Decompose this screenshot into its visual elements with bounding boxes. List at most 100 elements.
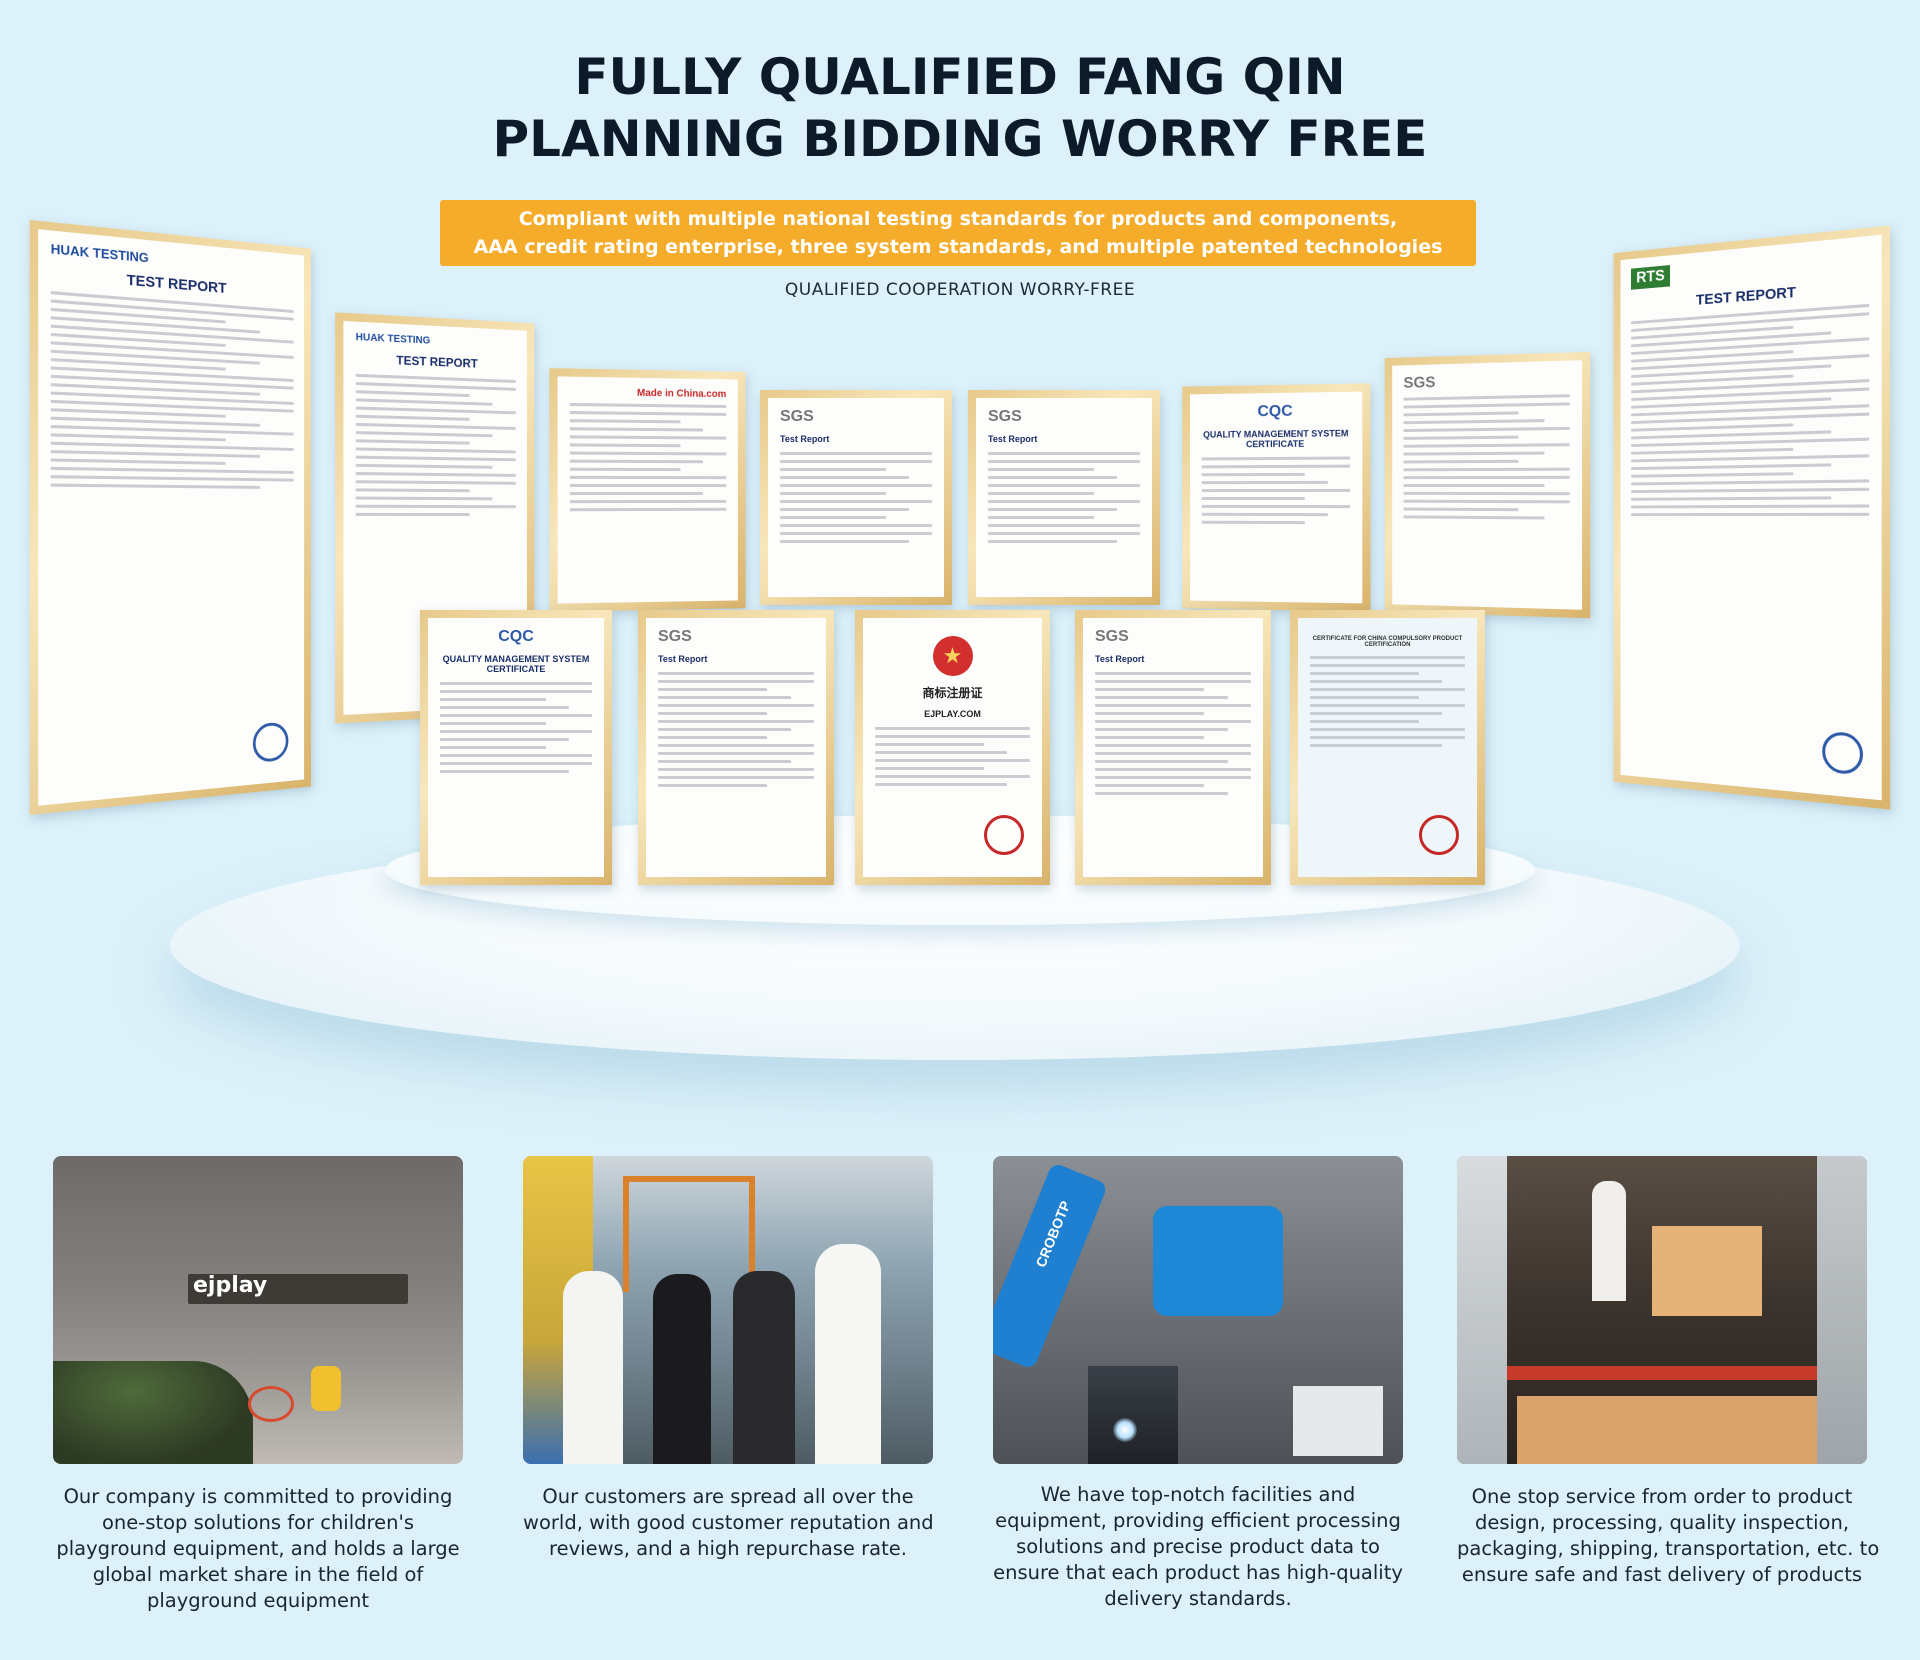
certificate-paper: SGS Test Report [646, 618, 826, 877]
caption-line: design, processing, quality inspection, [1474, 1511, 1850, 1534]
certificate-text-lines [569, 402, 727, 512]
material-bags [1293, 1386, 1383, 1456]
caption-line: We have top-notch facilities and [1040, 1483, 1356, 1506]
certificate-heading: TEST REPORT [396, 353, 478, 371]
caption-line: Our company is committed to providing [63, 1485, 453, 1508]
certificate-text-lines [988, 452, 1140, 543]
caption-line: reviews, and a high repurchase rate. [549, 1537, 907, 1560]
certificate-text-lines [1201, 456, 1351, 525]
subtitle: QUALIFIED COOPERATION WORRY-FREE [784, 280, 1136, 300]
stacked-boxes [1517, 1396, 1817, 1464]
certificate-heading: CERTIFICATE FOR CHINA COMPULSORY PRODUCT… [1312, 636, 1463, 648]
certificate-seal [1419, 815, 1459, 855]
certificate-paper: SGS Test Report [768, 398, 944, 597]
orange-banner: Compliant with multiple national testing… [440, 200, 1476, 266]
certificate-paper: CERTIFICATE FOR CHINA COMPULSORY PRODUCT… [1298, 618, 1477, 877]
caption-line: global market share in the field of [92, 1563, 424, 1586]
certificate-paper: SGS Test Report [976, 398, 1152, 597]
certificate-paper: SGS [1392, 360, 1583, 610]
robot-joint [1153, 1206, 1283, 1316]
certificate-frame: SGS Test Report [968, 390, 1160, 605]
person [733, 1271, 795, 1464]
certificate-text-lines [658, 672, 814, 787]
certificate-text-lines [1403, 394, 1570, 520]
certificate-frame: SGS Test Report [760, 390, 952, 605]
certificate-text-lines [50, 291, 294, 489]
plant-bed [53, 1361, 253, 1464]
banner-line-1: Compliant with multiple national testing… [518, 208, 1398, 230]
certificate-paper: CQC QUALITY MANAGEMENT SYSTEM CERTIFICAT… [428, 618, 604, 877]
showroom-photo: ejplay [53, 1156, 463, 1464]
banner-line-2: AAA credit rating enterprise, three syst… [473, 236, 1443, 258]
certificate-heading: QUALITY MANAGEMENT SYSTEM CERTIFICATE [442, 654, 590, 674]
certificate-logo: SGS [658, 628, 692, 645]
certificate-heading: QUALITY MANAGEMENT SYSTEM CERTIFICATE [1203, 428, 1349, 450]
container-door [1817, 1156, 1867, 1464]
person [653, 1274, 711, 1464]
certificate-text-lines [1310, 656, 1465, 747]
certificate-frame: SGS [1384, 351, 1591, 619]
robot-arm [993, 1162, 1109, 1370]
certificate-frame: RTS TEST REPORT [1613, 225, 1891, 810]
container-door [1457, 1156, 1507, 1464]
certificate-logo: CQC [498, 628, 534, 645]
caption-line: packaging, shipping, transportation, etc… [1457, 1537, 1880, 1560]
card-customers: Our customers are spread all over the wo… [523, 1156, 934, 1562]
certificate-paper: HUAK TESTING TEST REPORT [38, 229, 305, 806]
emblem-icon: ★ [932, 636, 973, 676]
certificate-heading: 商标注册证 [922, 686, 983, 700]
certificate-logo: CQC [1257, 402, 1293, 421]
certificate-frame: ★ 商标注册证 EJPLAY.COM [855, 610, 1050, 885]
truck-loading-photo [1457, 1156, 1867, 1464]
certificate-heading: Test Report [780, 434, 830, 444]
balance-bike [248, 1386, 294, 1422]
ride-on-toy [311, 1366, 341, 1411]
certificate-logo: SGS [1095, 628, 1129, 645]
caption-line: one-stop solutions for children's [102, 1511, 414, 1534]
certificate-logo: SGS [780, 408, 814, 425]
certificate-paper: CQC QUALITY MANAGEMENT SYSTEM CERTIFICAT… [1189, 391, 1363, 604]
welding-spark [1113, 1418, 1137, 1442]
certificate-frame: Made in China.com [549, 368, 746, 612]
caption-line: equipment, providing efficient processin… [995, 1509, 1401, 1532]
welding-robot-photo: CROBOTP [993, 1156, 1403, 1464]
certificate-paper: SGS Test Report [1083, 618, 1263, 877]
cardboard-boxes [1652, 1226, 1762, 1316]
certificate-seal [252, 721, 289, 764]
certificate-text-lines [875, 727, 1030, 786]
certificate-paper: Made in China.com [557, 376, 738, 604]
person [815, 1244, 881, 1464]
certificate-seal [984, 815, 1024, 855]
certificate-frame: CQC QUALITY MANAGEMENT SYSTEM CERTIFICAT… [420, 610, 612, 885]
caption-line: world, with good customer reputation and [523, 1511, 934, 1534]
exhibition-photo [523, 1156, 933, 1464]
certificate-logo: SGS [988, 408, 1022, 425]
card-company: ejplay Our company is committed to provi… [53, 1156, 463, 1614]
truck-bed [1507, 1366, 1817, 1380]
certificate-frame: CQC QUALITY MANAGEMENT SYSTEM CERTIFICAT… [1182, 383, 1371, 612]
caption-line: ensure that each product has high-qualit… [993, 1561, 1403, 1584]
certificate-logo: HUAK TESTING [355, 331, 431, 347]
logo-sign [188, 1274, 408, 1304]
certificate-subheading: EJPLAY.COM [924, 709, 981, 719]
certificate-seal [1822, 730, 1863, 776]
certificate-frame: CERTIFICATE FOR CHINA COMPULSORY PRODUCT… [1290, 610, 1485, 885]
card-caption: Our company is committed to providing on… [53, 1484, 463, 1614]
card-caption: We have top-notch facilities and equipme… [993, 1482, 1403, 1612]
certificate-text-lines [355, 373, 516, 517]
certificate-logo: SGS [1403, 374, 1436, 392]
ejplay-logo-text: ejplay [193, 1273, 268, 1298]
caption-line: One stop service from order to product [1471, 1485, 1853, 1508]
card-caption: Our customers are spread all over the wo… [523, 1484, 934, 1562]
certificate-heading: Test Report [658, 654, 708, 664]
worker [1592, 1181, 1626, 1301]
certificate-heading: Test Report [988, 434, 1038, 444]
certificate-frame: HUAK TESTING TEST REPORT [29, 219, 312, 816]
card-caption: One stop service from order to product d… [1457, 1484, 1880, 1588]
caption-line: delivery standards. [1104, 1587, 1292, 1610]
certificate-text-lines [780, 452, 932, 543]
card-service: One stop service from order to product d… [1457, 1156, 1880, 1588]
caption-line: playground equipment [146, 1589, 369, 1612]
certificate-heading: Test Report [1095, 654, 1145, 664]
certificate-text-lines [440, 682, 592, 773]
